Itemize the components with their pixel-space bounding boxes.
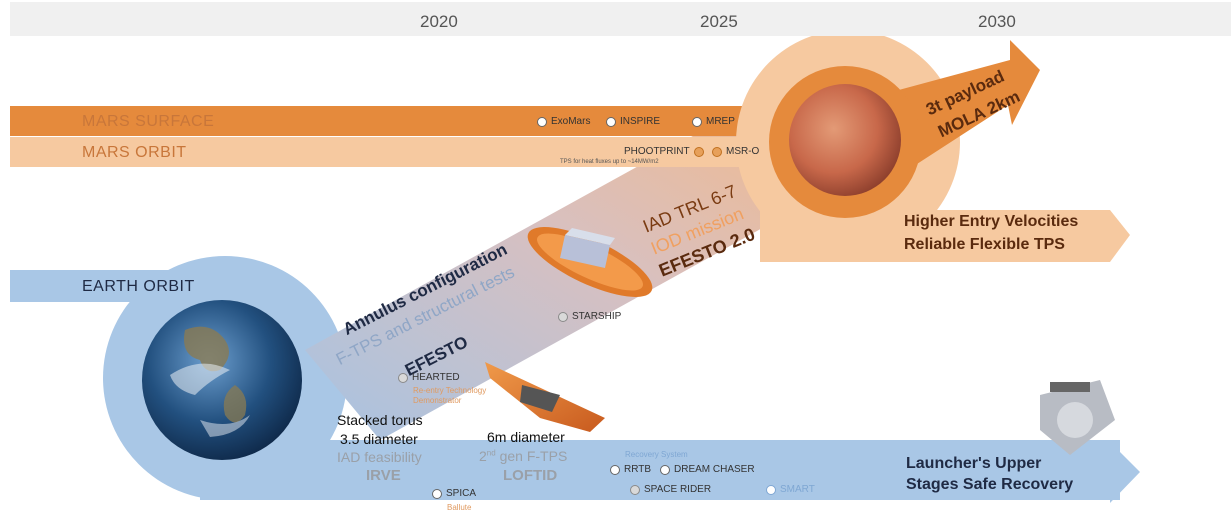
mars-goal-area — [736, 30, 1130, 262]
spica-note: Ballute — [447, 503, 472, 512]
timeline-bar — [10, 2, 1231, 36]
mission-exomars: ExoMars — [537, 116, 590, 127]
mars-surface-band — [10, 106, 810, 136]
mission-marker-icon — [712, 146, 722, 157]
mission-marker-icon — [766, 484, 776, 495]
mission-label: DREAM CHASER — [674, 464, 755, 475]
loftid-heatshield-image — [485, 362, 605, 432]
irve-line-4: IRVE — [366, 467, 401, 484]
launcher-line-1: Launcher's Upper — [906, 455, 1042, 472]
mission-mrep: MREP — [692, 116, 735, 127]
gear-icon — [398, 372, 408, 383]
loftid-line-3: LOFTID — [503, 467, 558, 484]
mission-starship: STARSHIP — [558, 311, 621, 322]
mission-label: MSR-O — [726, 146, 760, 157]
hearted-note-2: Demonstrator — [413, 396, 462, 405]
phootprint-note: TPS for heat fluxes up to ~14MW/m2 — [560, 159, 659, 165]
mission-marker-icon — [606, 116, 616, 127]
earth-globe — [142, 300, 302, 460]
mission-phootprint: PHOOTPRINT — [624, 146, 704, 157]
mission-label: ExoMars — [551, 116, 591, 127]
mission-spica: SPICA — [432, 488, 476, 499]
mission-label: PHOOTPRINT — [624, 146, 690, 157]
irve-line-1: Stacked torus — [337, 412, 423, 428]
mission-rrtb: RRTB — [610, 464, 651, 475]
track-label-mars-surface: MARS SURFACE — [82, 113, 215, 130]
mars-arrow-line-2: Reliable Flexible TPS — [904, 236, 1065, 253]
mission-label: INSPIRE — [620, 116, 661, 127]
gear-icon — [630, 484, 640, 495]
recovery-system-note: Recovery System — [625, 450, 688, 459]
loftid-line-2: 2nd gen F-TPS — [479, 448, 568, 464]
mission-msr-o: MSR-O — [712, 146, 759, 157]
mission-label: MREP — [706, 116, 735, 127]
mission-dream-chaser: DREAM CHASER — [660, 464, 755, 475]
efesto-heatshield-image — [527, 227, 653, 297]
gear-icon — [558, 311, 568, 322]
upper-stage-image — [1040, 380, 1115, 455]
irve-line-3: IAD feasibility — [337, 449, 422, 465]
track-label-earth-orbit: EARTH ORBIT — [82, 278, 195, 295]
mission-marker-icon — [537, 116, 547, 127]
year-2030: 2030 — [978, 12, 1016, 31]
mission-space-rider: SPACE RIDER — [630, 484, 711, 495]
mission-label: SPICA — [446, 488, 477, 499]
year-2025: 2025 — [700, 12, 738, 31]
mission-marker-icon — [610, 464, 620, 475]
mars-arrow-line-1: Higher Entry Velocities — [904, 213, 1079, 230]
mission-marker-icon — [693, 146, 704, 157]
mission-marker-icon — [432, 488, 442, 499]
loftid-line-1: 6m diameter — [487, 429, 565, 445]
mission-label: HEARTED — [412, 372, 460, 383]
mission-inspire: INSPIRE — [606, 116, 660, 127]
launcher-line-2: Stages Safe Recovery — [906, 476, 1074, 493]
track-label-mars-orbit: MARS ORBIT — [82, 144, 187, 161]
mission-marker-icon — [692, 116, 702, 127]
hearted-note-1: Re-entry Technology — [413, 386, 487, 395]
mission-label: SPACE RIDER — [644, 484, 712, 495]
mission-smart: SMART — [766, 484, 815, 495]
mars-orbit-band — [10, 137, 810, 167]
irve-line-2: 3.5 diameter — [340, 431, 418, 447]
mission-hearted: HEARTED — [398, 372, 460, 383]
year-2020: 2020 — [420, 12, 458, 31]
mission-marker-icon — [660, 464, 670, 475]
mission-label: SMART — [780, 484, 815, 495]
mission-label: STARSHIP — [572, 311, 622, 322]
mission-label: RRTB — [624, 464, 652, 475]
